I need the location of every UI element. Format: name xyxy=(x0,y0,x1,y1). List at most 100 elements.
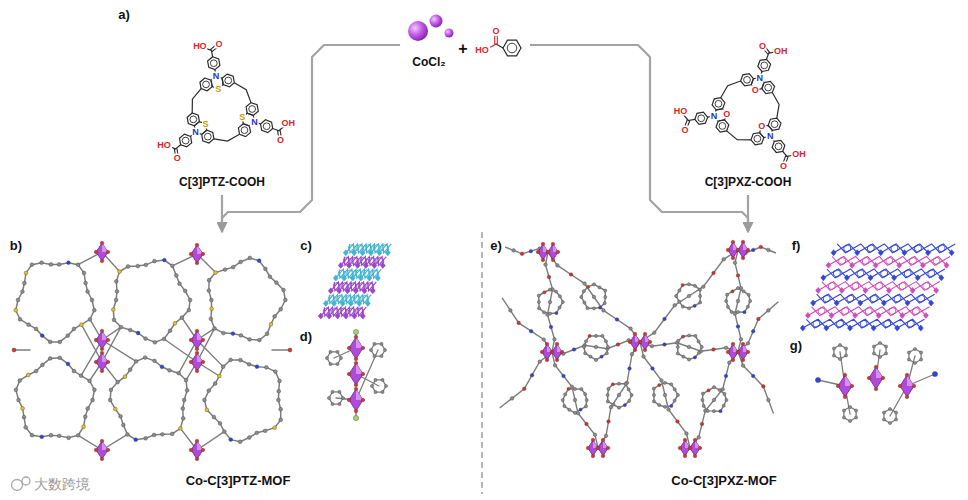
bond xyxy=(497,36,498,44)
atom-ball xyxy=(838,343,841,346)
framework-b xyxy=(12,241,292,461)
atom-label: O xyxy=(757,122,766,131)
atom-ball xyxy=(82,425,86,429)
atom-ball xyxy=(882,418,885,421)
atom-ball xyxy=(832,347,835,350)
lattice-node xyxy=(944,262,949,268)
lattice-ring xyxy=(899,282,906,290)
atom-ball xyxy=(275,281,279,285)
lattice-node xyxy=(878,250,883,256)
atom-ball xyxy=(606,393,609,396)
oxygen-ball xyxy=(546,250,550,254)
atom-ball xyxy=(676,420,680,424)
benzene-ring xyxy=(772,140,785,152)
macrocycle-chain xyxy=(581,284,605,308)
linker-stick xyxy=(907,374,935,386)
oxygen-ball xyxy=(100,241,104,245)
linker-chain xyxy=(738,352,774,414)
lattice-node xyxy=(949,250,954,256)
atom-ball xyxy=(749,299,752,302)
oxygen-ball xyxy=(94,250,98,254)
benzene-ring xyxy=(261,120,273,133)
lattice-strand xyxy=(834,244,952,253)
atom-ball xyxy=(676,345,679,348)
benzene-ring xyxy=(327,352,341,364)
atom-ball xyxy=(832,354,835,357)
oxygen-ball xyxy=(201,360,205,364)
atom-ball xyxy=(919,351,922,354)
atom-ball xyxy=(628,399,631,402)
linker-chain xyxy=(640,250,738,342)
atom-ball xyxy=(907,351,910,354)
atom-ball xyxy=(115,290,119,294)
lattice-ring xyxy=(918,295,925,303)
oxygen-ball xyxy=(726,248,730,252)
atom-ball xyxy=(583,301,586,304)
atom-ball xyxy=(537,300,540,303)
atom-ball xyxy=(173,321,177,325)
atom-ball xyxy=(580,295,583,298)
oxygen-ball xyxy=(361,372,365,376)
atom-ball xyxy=(383,348,386,351)
atom-ball xyxy=(16,298,20,302)
atom-ball xyxy=(712,410,715,413)
atom-ball xyxy=(48,357,52,361)
atom-ball xyxy=(726,305,729,308)
linker-stick xyxy=(14,349,30,350)
atom-ball xyxy=(21,407,25,411)
atom-ball xyxy=(327,396,330,399)
methylene-linker xyxy=(192,89,201,113)
atom-ball xyxy=(217,374,221,378)
oxygen-ball xyxy=(354,387,358,391)
atom-label: N xyxy=(250,117,259,126)
lattice-node xyxy=(826,262,831,268)
atom-ball xyxy=(180,316,184,320)
atom-ball xyxy=(670,383,673,386)
atom-ball xyxy=(209,317,213,321)
watermark: 大数跨境 xyxy=(34,477,90,491)
aromatic-circle xyxy=(241,127,248,134)
oxygen-ball xyxy=(106,448,110,452)
oxygen-ball xyxy=(94,360,98,364)
bond xyxy=(273,128,279,130)
atom-ball xyxy=(894,418,897,421)
lattice-node xyxy=(350,275,355,281)
atom-ball xyxy=(719,410,722,413)
atom-ball xyxy=(255,365,259,369)
atom-ball xyxy=(126,433,130,437)
terminal-ball xyxy=(353,329,358,334)
lattice-ring xyxy=(813,320,820,328)
atom-ball xyxy=(663,317,667,321)
oxygen-ball xyxy=(688,446,692,450)
atom-label: N xyxy=(710,111,719,120)
cobalt-polyhedron xyxy=(349,363,363,385)
aromatic-circle xyxy=(744,76,751,83)
atom-ball xyxy=(283,298,287,302)
atom-ball xyxy=(119,325,123,329)
methylene-linker xyxy=(721,81,741,98)
lattice-node xyxy=(905,300,910,306)
atom-label: HO xyxy=(192,42,208,51)
linker-chain xyxy=(598,342,640,448)
oxygen-ball xyxy=(546,250,550,254)
atom-ball xyxy=(520,252,524,256)
watermark-logo xyxy=(22,477,30,485)
atom-ball xyxy=(231,265,235,269)
atom-ball xyxy=(40,261,44,265)
atom-ball xyxy=(707,389,710,392)
atom-ball xyxy=(736,310,739,313)
oxygen-ball xyxy=(843,395,847,399)
atom-ball xyxy=(743,311,746,314)
linker-chain xyxy=(690,352,738,448)
lattice-ring xyxy=(910,257,917,265)
atom-ball xyxy=(170,264,174,268)
oxygen-ball xyxy=(850,384,854,388)
atom-ball xyxy=(329,362,332,365)
atom-ball xyxy=(687,283,690,286)
atom-ball xyxy=(76,433,80,437)
atom-ball xyxy=(919,358,922,361)
lattice-node xyxy=(863,287,868,293)
atom-ball xyxy=(380,342,383,345)
lattice-node xyxy=(811,300,816,306)
lattice-ring xyxy=(862,257,869,265)
